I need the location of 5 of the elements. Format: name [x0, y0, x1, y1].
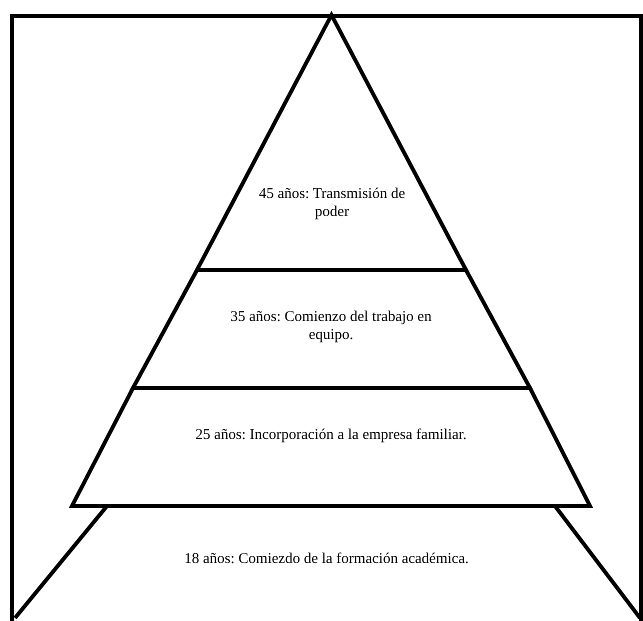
tier-label: 25 años: Incorporación a la empresa familiar.: [194, 426, 468, 444]
tier-label: 45 años: Transmisión de poder: [258, 185, 406, 221]
tier-label: 35 años: Comienzo del trabajo en equipo.: [229, 308, 433, 344]
pyramid-tier: [68, 386, 594, 508]
tier-label: 18 años: Comiezdo de la formación académica.: [183, 550, 470, 568]
